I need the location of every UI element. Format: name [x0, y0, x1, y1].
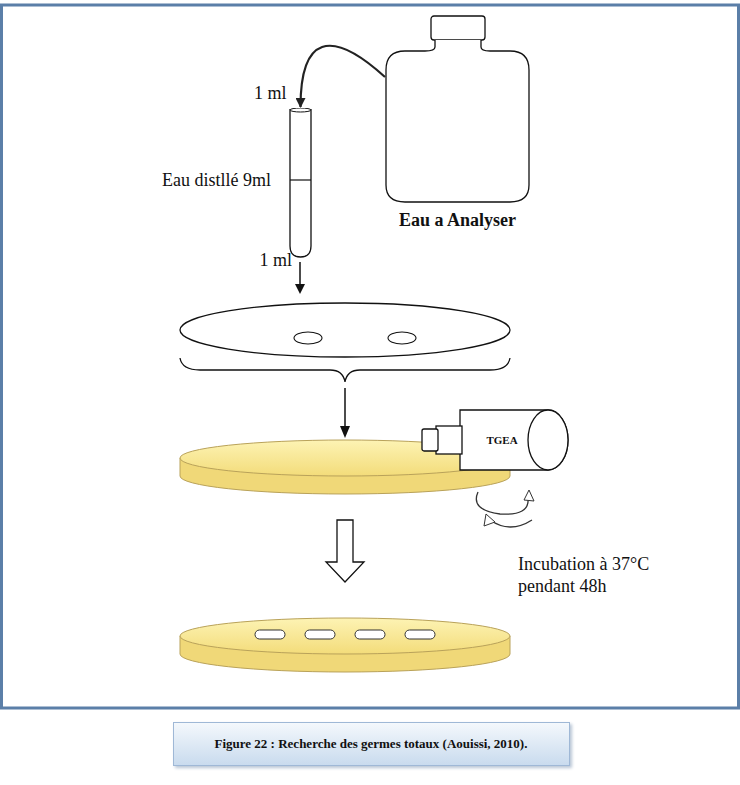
edge-label: 1 ml	[254, 83, 287, 104]
arrowhead	[295, 284, 305, 294]
petri-dish	[180, 303, 510, 357]
arrowhead	[484, 514, 495, 526]
tgea-bottle: TGEA	[420, 402, 570, 478]
test-tube-outline	[289, 108, 312, 258]
swirl-arrow	[490, 520, 532, 527]
incubation-note: Incubation à 37°C pendant 48h	[518, 554, 668, 597]
hollow-arrow	[326, 520, 364, 582]
incubated-plate-top	[180, 618, 510, 654]
arrow-line	[344, 388, 346, 430]
transfer-arrow	[301, 46, 386, 107]
node-text: Eau distllé 9ml	[162, 170, 271, 191]
swirl-arrow	[476, 492, 528, 514]
arrowhead	[340, 426, 350, 438]
water-drop	[388, 332, 416, 344]
brace	[180, 358, 510, 382]
sample-bottle: Eau a Analyser	[385, 15, 530, 203]
colonies	[255, 630, 435, 639]
sample-bottle-outline	[385, 15, 530, 203]
frame	[2, 5, 739, 708]
figure-caption: Figure 22 : Recherche des germes totaux …	[173, 722, 570, 766]
arrowhead	[524, 490, 534, 501]
volume-label: 1 ml	[259, 250, 292, 271]
node-text: Eau a Analyser	[399, 210, 516, 231]
node-text: TGEA	[486, 434, 517, 446]
water-drop	[294, 332, 322, 344]
test-tube: Eau distllé 9ml	[289, 108, 312, 258]
